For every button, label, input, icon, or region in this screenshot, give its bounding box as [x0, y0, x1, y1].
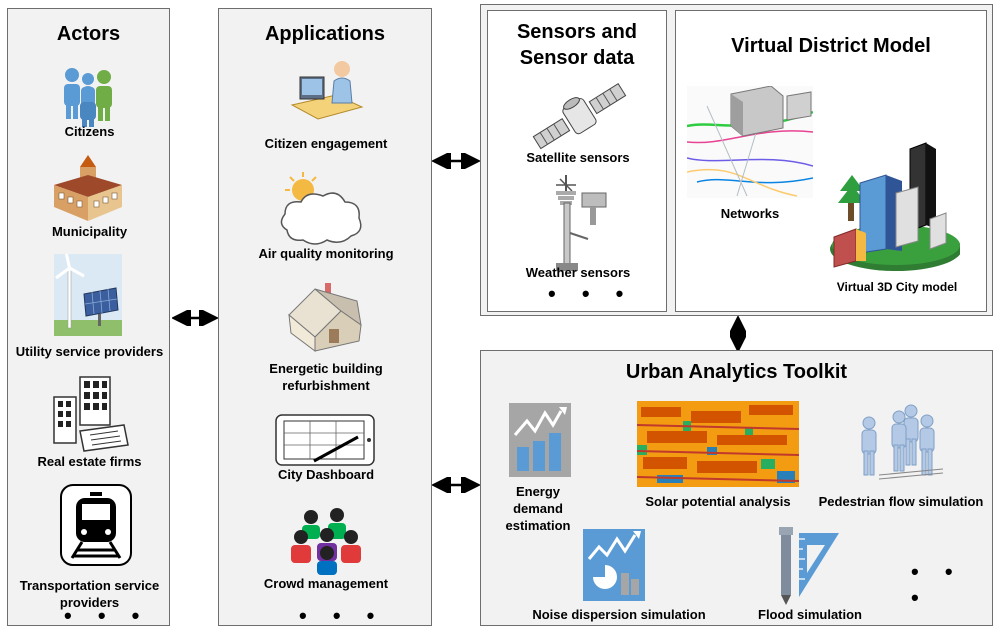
arrow-district-toolkit — [730, 316, 746, 352]
people-group-icon — [64, 68, 112, 127]
weather-station-icon — [556, 175, 607, 271]
city-hall-icon — [54, 155, 122, 221]
house-icon — [288, 283, 362, 352]
actors-more-dots: • • • — [64, 603, 150, 628]
sensors-more-dots: • • • — [548, 281, 634, 306]
tablet-dashboard-icon — [275, 414, 375, 466]
actor-label: Utility service providers — [15, 344, 164, 359]
solar-heatmap-icon — [637, 401, 799, 487]
application-label: Energetic building refurbishment — [269, 361, 383, 393]
pedestrians-icon — [861, 404, 944, 480]
arrow-applications-sensors — [432, 153, 480, 169]
application-label: Air quality monitoring — [258, 246, 394, 261]
application-label: City Dashboard — [277, 467, 375, 482]
actor-label: Real estate firms — [37, 454, 142, 469]
ruler-triangle-icon — [779, 527, 839, 605]
district-label: Virtual 3D City model — [836, 280, 958, 294]
toolkit-label: Pedestrian flow simulation — [818, 494, 984, 509]
energy-chart-icon — [509, 403, 571, 477]
satellite-icon — [532, 83, 627, 150]
application-label: Citizen engagement — [264, 136, 388, 151]
application-label: Crowd management — [263, 576, 389, 591]
network-map-icon — [687, 86, 813, 198]
arrow-applications-toolkit — [432, 477, 480, 493]
sensor-label: Satellite sensors — [526, 150, 630, 165]
toolkit-more-dots: • • • — [911, 559, 963, 610]
applications-title: Applications — [264, 23, 385, 45]
actor-label: Municipality — [51, 224, 128, 239]
sensors-panel: Sensors and Sensor data Satellite sensor… — [487, 10, 667, 312]
actor-label: Citizens — [64, 124, 115, 139]
sensor-label: Weather sensors — [525, 265, 631, 280]
train-icon — [60, 484, 132, 566]
wind-solar-icon — [54, 254, 122, 336]
toolkit-title: Urban Analytics Toolkit — [625, 361, 848, 383]
3d-city-icon — [830, 142, 960, 271]
sensors-title: Sensors and Sensor data — [516, 21, 638, 69]
applications-more-dots: • • • — [299, 603, 385, 628]
crowd-icon — [291, 508, 361, 575]
district-panel: Virtual District Model Networks Virtual … — [675, 10, 987, 312]
buildings-icon — [53, 376, 129, 452]
arrow-actors-applications — [172, 310, 218, 326]
toolkit-panel: Urban Analytics Toolkit Energy demand es… — [480, 350, 993, 626]
toolkit-label: Flood simulation — [758, 607, 862, 622]
district-label: Networks — [720, 206, 780, 221]
toolkit-label: Solar potential analysis — [645, 494, 791, 509]
district-title: Virtual District Model — [731, 35, 931, 57]
sun-cloud-icon — [280, 172, 362, 245]
actor-label: Transportation service providers — [19, 578, 160, 610]
actors-panel: Actors Citizens Municipality Utility ser… — [7, 8, 170, 628]
toolkit-label: Noise dispersion simulation — [532, 607, 706, 622]
applications-panel: Applications Citizen engagement Air qual… — [218, 8, 432, 628]
toolkit-label: Energy demand estimation — [505, 484, 571, 533]
actors-title: Actors — [56, 23, 121, 45]
computer-user-icon — [290, 61, 364, 120]
noise-chart-icon — [583, 529, 645, 601]
